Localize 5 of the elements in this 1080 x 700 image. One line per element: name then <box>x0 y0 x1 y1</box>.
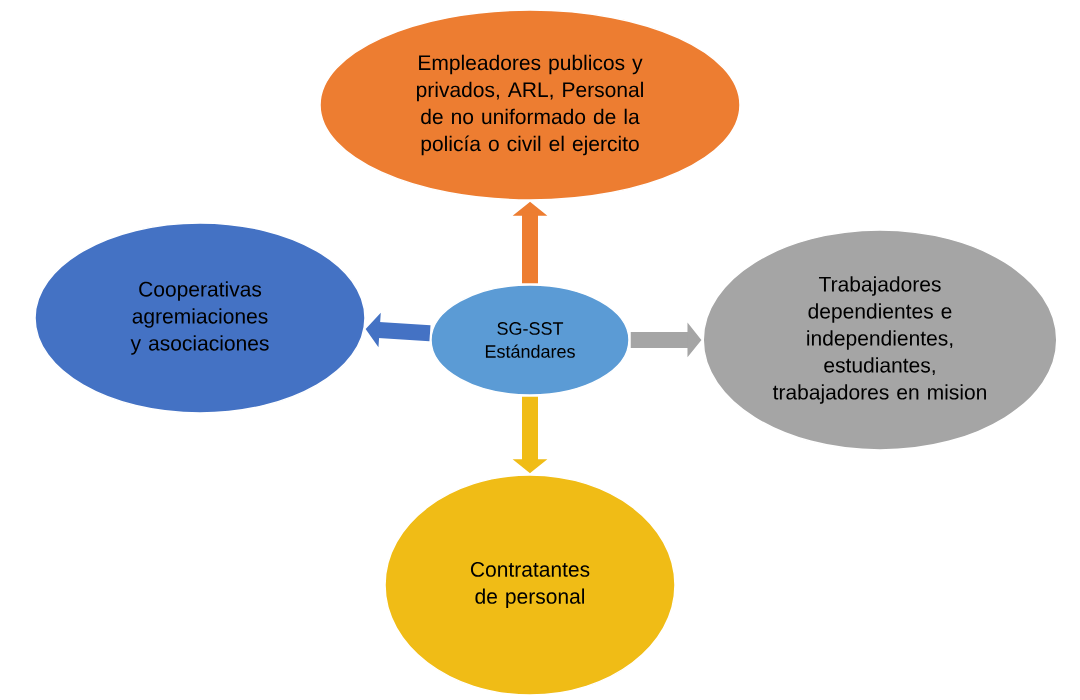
ellipse-node: Trabajadores dependientes e independientes, estudiantes, trabajadores en mision <box>702 229 1058 451</box>
ellipse-node: Cooperativas agremiaciones y asociaciones <box>34 222 366 414</box>
ellipse-node: SG-SST Estándares <box>430 284 630 396</box>
ellipse-node: Contratantes de personal <box>384 474 676 696</box>
ellipse-node: Empleadores publicos y privados, ARL, Personal de no uniformado de la policía o civil el ejercito <box>319 9 741 201</box>
